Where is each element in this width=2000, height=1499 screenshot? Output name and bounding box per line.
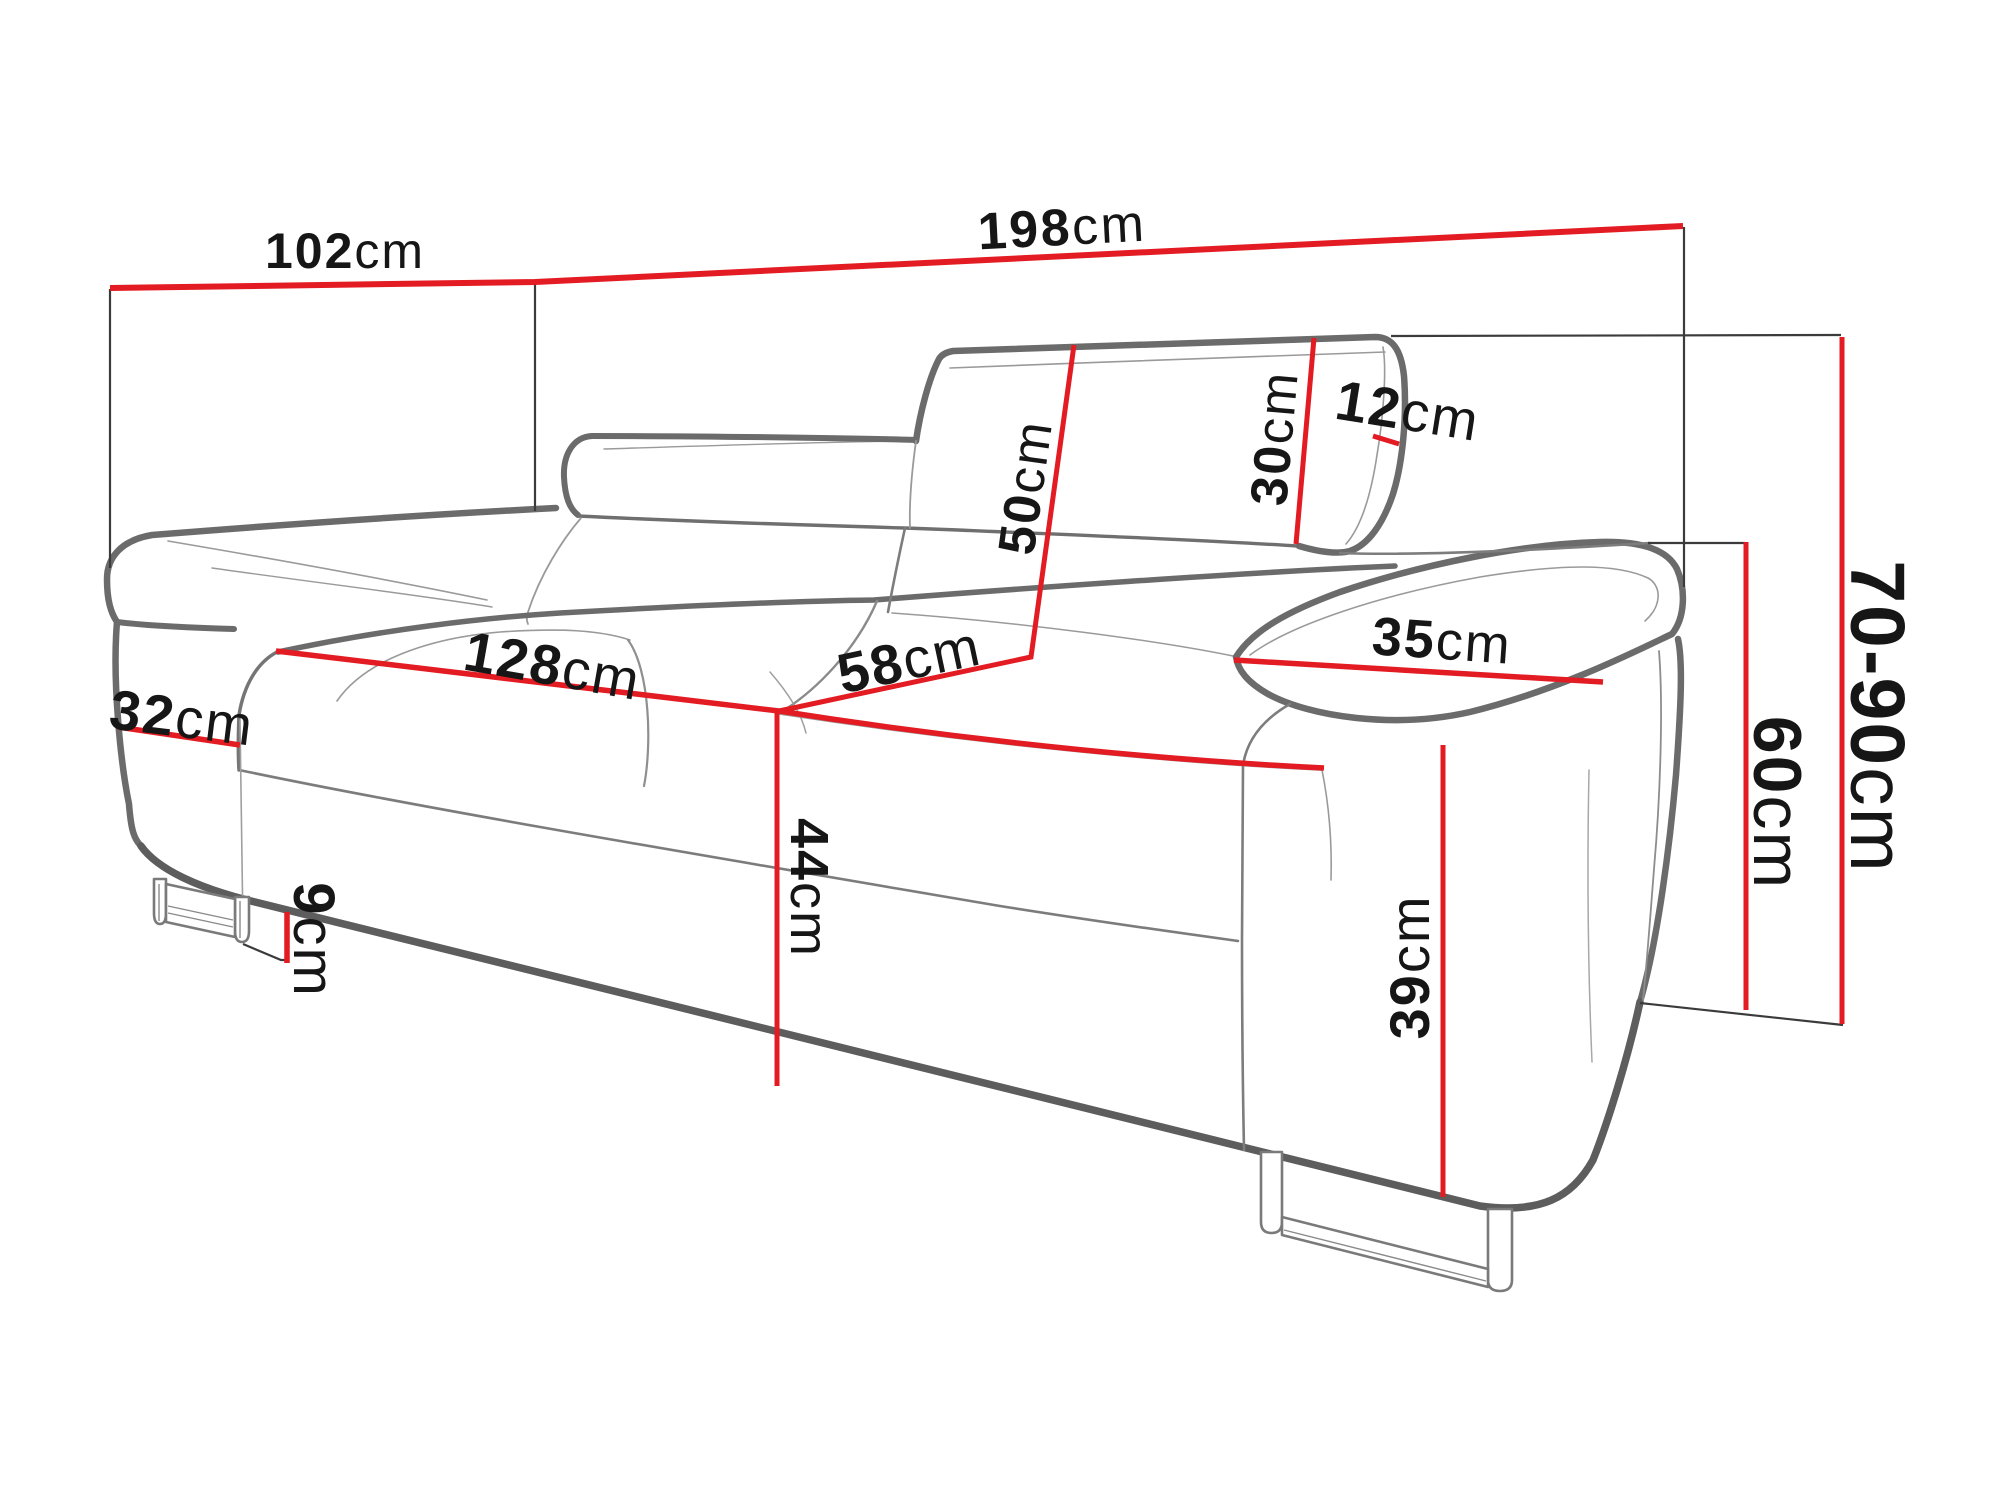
svg-text:102cm: 102cm — [265, 223, 425, 279]
svg-text:50cm: 50cm — [988, 416, 1064, 558]
svg-text:9cm: 9cm — [281, 882, 346, 998]
svg-text:12cm: 12cm — [1331, 368, 1484, 453]
svg-text:58cm: 58cm — [832, 614, 987, 706]
svg-text:70-90cm: 70-90cm — [1834, 560, 1920, 874]
svg-text:32cm: 32cm — [106, 677, 258, 757]
svg-text:30cm: 30cm — [1240, 368, 1310, 508]
svg-text:39cm: 39cm — [1378, 895, 1441, 1040]
svg-text:44cm: 44cm — [779, 818, 839, 958]
svg-text:60cm: 60cm — [1739, 716, 1815, 890]
svg-text:35cm: 35cm — [1370, 606, 1514, 676]
svg-text:198cm: 198cm — [976, 195, 1147, 262]
